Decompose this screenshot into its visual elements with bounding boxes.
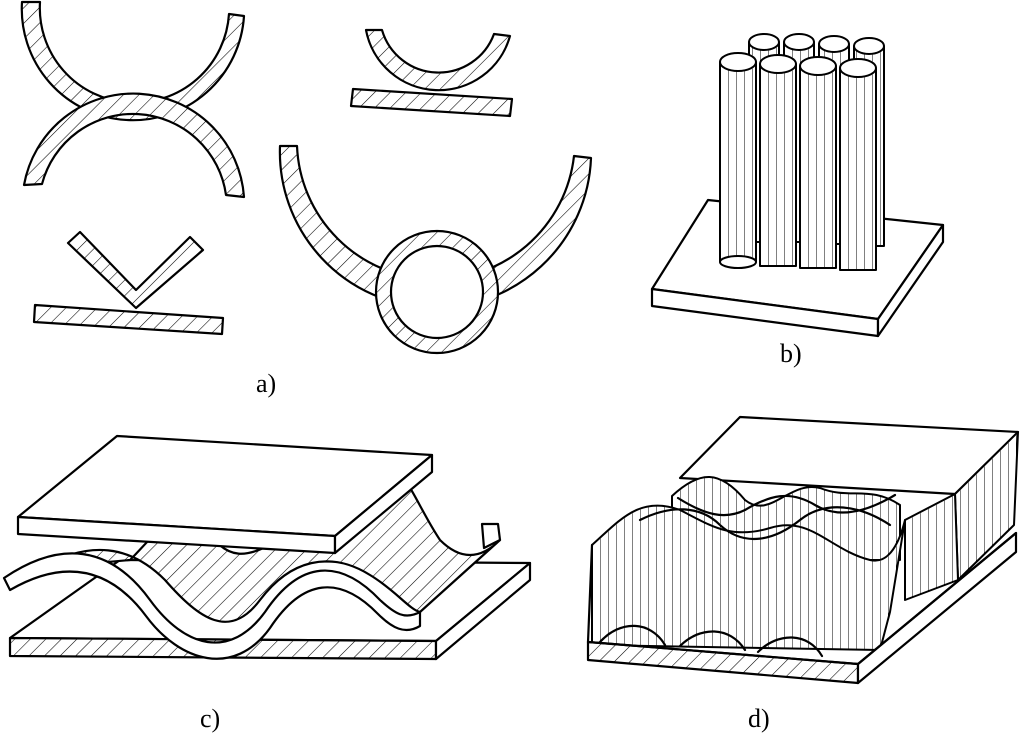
- wave-line: [638, 506, 892, 541]
- corrugated-front-edge: [2, 552, 422, 660]
- rod-cap: [799, 56, 837, 76]
- rod-cap: [719, 52, 757, 72]
- panel-label-d: d): [748, 704, 770, 733]
- ring-inner: [389, 244, 485, 340]
- rod-cap: [818, 35, 850, 53]
- base-plate-b-side: [876, 223, 945, 338]
- honeycomb-wall-front: [591, 504, 906, 651]
- flat-plate-small: [349, 87, 514, 118]
- rod-cap: [853, 37, 885, 55]
- panel-d: d): [586, 415, 1020, 733]
- rod: [759, 63, 797, 267]
- v-profile: [66, 230, 205, 310]
- bottom-plate-c-side: [434, 561, 532, 661]
- rod-front-row: [719, 52, 877, 271]
- top-plate-c-side: [333, 453, 434, 555]
- rod: [839, 67, 877, 271]
- rod: [799, 65, 837, 269]
- rod-bottom: [719, 255, 757, 269]
- bottom-plate-d-top-edge: [586, 531, 1018, 666]
- panel-label-a: a): [256, 369, 276, 398]
- rod: [719, 61, 757, 263]
- rod-cap: [748, 33, 780, 51]
- arc-top-left: [20, 0, 246, 122]
- rod-cap: [759, 54, 797, 74]
- honeycomb-wall-mid: [904, 493, 959, 601]
- arc-arch: [22, 92, 246, 199]
- panel-b: b): [650, 33, 945, 368]
- panel-label-c: c): [200, 704, 220, 733]
- rod-cap: [783, 33, 815, 51]
- rod-cap: [839, 58, 877, 78]
- cup-on-plate: [364, 28, 512, 92]
- panel-a: a): [20, 0, 593, 398]
- flat-plate-v: [32, 303, 225, 336]
- cell-bumps: [598, 624, 824, 658]
- honeycomb-front-outline: [586, 543, 594, 644]
- large-u-tube: [278, 144, 593, 309]
- panel-c: c): [2, 434, 532, 733]
- corrugated-end: [480, 522, 502, 550]
- panel-label-b: b): [780, 339, 802, 368]
